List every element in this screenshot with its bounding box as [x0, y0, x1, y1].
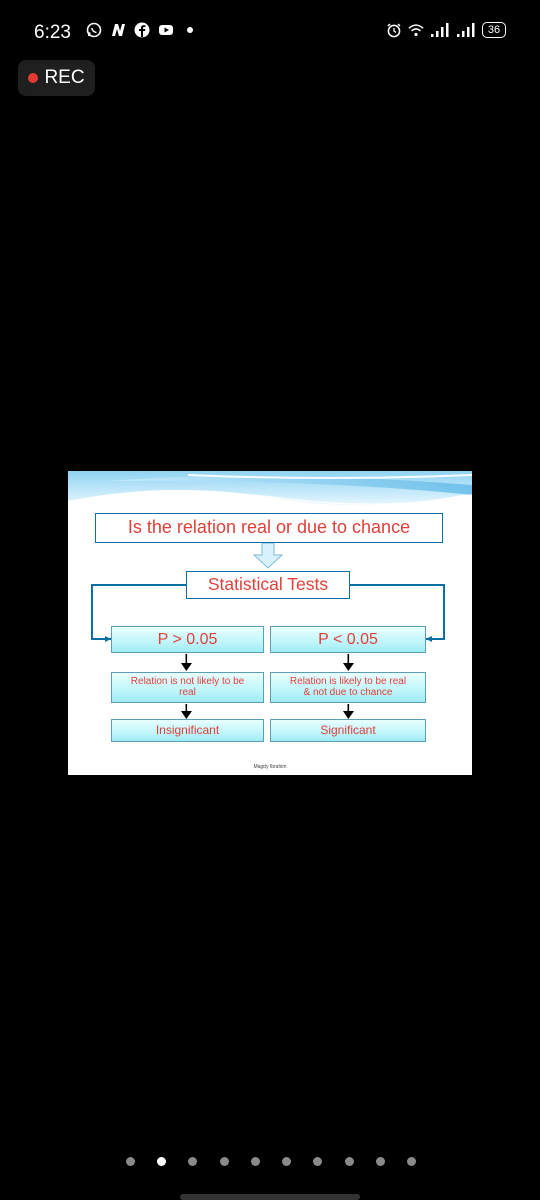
page-dot[interactable]: [406, 1157, 416, 1166]
significant-box: Significant: [270, 719, 426, 742]
page-dot[interactable]: [313, 1157, 323, 1166]
signal-1-icon: [430, 22, 450, 38]
relation-not-real-line2: real: [179, 687, 196, 698]
insignificant-box: Insignificant: [111, 719, 264, 742]
status-time: 6:23: [34, 22, 71, 43]
page-dot[interactable]: [126, 1157, 135, 1166]
page-dot[interactable]: [282, 1157, 292, 1166]
alarm-icon: [386, 22, 402, 38]
youtube-icon: [158, 22, 174, 38]
page-dot[interactable]: [157, 1157, 167, 1166]
slide-title: Is the relation real or due to chance: [95, 513, 443, 543]
notification-icons: [86, 22, 198, 38]
relation-not-real-line1: Relation is not likely to be: [130, 676, 245, 687]
page-dot[interactable]: [188, 1157, 198, 1166]
p-greater-box: P > 0.05: [111, 626, 264, 653]
slide-author: Magdy Ibrahim: [253, 764, 287, 770]
page-dot[interactable]: [219, 1157, 229, 1166]
system-icons: 36: [386, 22, 506, 38]
statistical-tests-box: Statistical Tests: [186, 571, 350, 599]
rec-indicator[interactable]: REC: [18, 60, 95, 96]
slide-graphics: [68, 471, 472, 719]
n-app-icon: [110, 22, 126, 38]
signal-2-icon: [456, 22, 476, 38]
facebook-icon: [134, 22, 150, 38]
relation-real-line1: Relation is likely to be real: [289, 676, 407, 687]
record-dot-icon: [28, 73, 39, 83]
whatsapp-icon: [86, 22, 102, 38]
page-dot[interactable]: [375, 1157, 385, 1166]
battery-icon: 36: [482, 22, 506, 38]
home-indicator[interactable]: [180, 1194, 360, 1200]
dot-icon: [182, 22, 198, 38]
p-less-box: P < 0.05: [270, 626, 426, 653]
status-bar: 6:23 36: [0, 0, 540, 64]
page-dot[interactable]: [250, 1157, 260, 1166]
relation-real-box: Relation is likely to be real & not due …: [270, 672, 426, 703]
relation-real-line2: & not due to chance: [303, 687, 393, 698]
slide-image: Is the relation real or due to chance St…: [68, 471, 472, 775]
page-dot[interactable]: [344, 1157, 354, 1166]
rec-label: REC: [44, 67, 85, 88]
page-indicator[interactable]: [126, 1157, 416, 1166]
wifi-icon: [408, 22, 424, 38]
relation-not-real-box: Relation is not likely to be real: [111, 672, 264, 703]
